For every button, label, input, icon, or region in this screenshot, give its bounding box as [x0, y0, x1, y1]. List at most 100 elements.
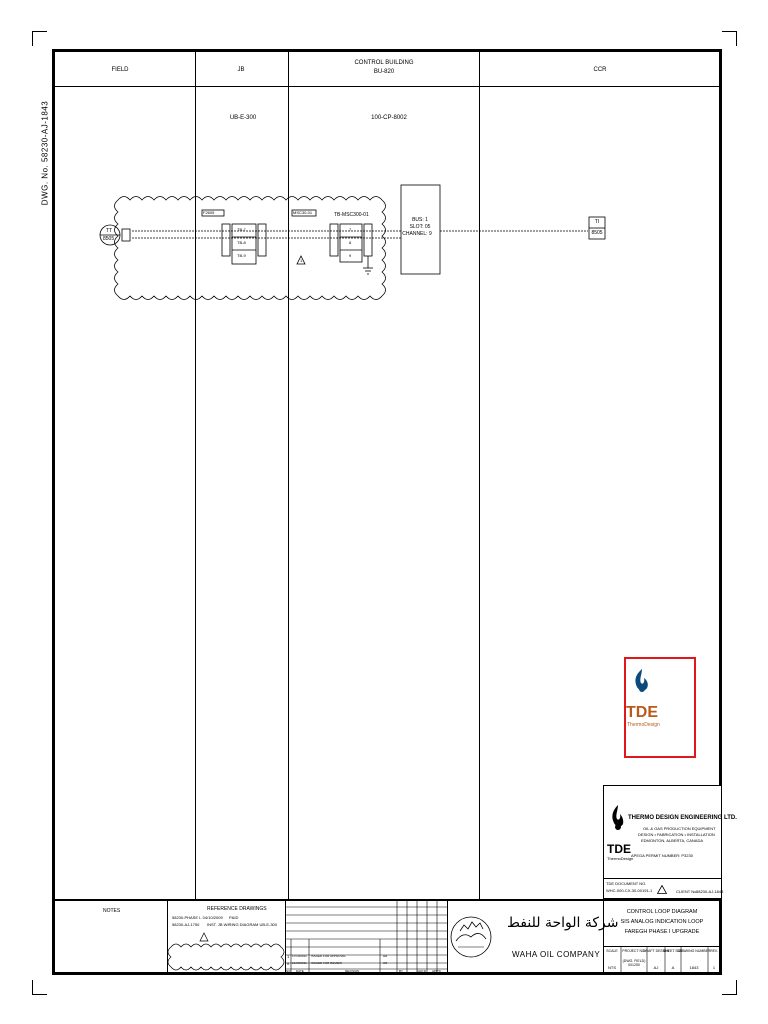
column-divider-cb-ccr — [479, 49, 480, 899]
header-divider — [52, 86, 722, 87]
revision-divider — [447, 899, 448, 975]
ccr-tag-top: TI — [594, 219, 600, 225]
io-card-channel: CHANNEL: 9 — [402, 231, 432, 237]
client-number-label: CLIENT No. — [676, 889, 698, 894]
column-header-ccr: CCR — [593, 67, 607, 73]
notes-label: NOTES — [103, 908, 121, 914]
company-doc-divider — [603, 878, 722, 879]
info-value-draft: AJ — [653, 965, 659, 970]
reference-row1-right: P&ID — [229, 915, 239, 920]
title-line-3: FAREGH PHASE I UPGRADE — [624, 929, 700, 935]
reference-divider — [285, 899, 286, 975]
company-line-1: OIL & GAS PRODUCTION EQUIPMENT — [643, 826, 716, 831]
info-value-project: (DWG. FIELD) 001250 — [622, 959, 646, 967]
company-line-3: EDMONTON, ALBERTA, CANADA — [641, 838, 704, 843]
info-label-drawing: DRAWING NUMBER — [677, 949, 711, 953]
column-divider-field-jb — [195, 49, 196, 899]
info-label-sheet: SHEET SIZE — [662, 949, 684, 953]
company-block — [603, 785, 722, 899]
io-card-box — [400, 184, 441, 275]
column-divider-jb-cb — [288, 49, 289, 899]
revision-row2-by: HR — [383, 961, 388, 965]
tde-document-number: WHC-000-CX-30-00191-1 — [606, 888, 653, 893]
instrument-tag-bottom: 8505 — [103, 236, 115, 242]
revision-header-date: DATE — [296, 969, 304, 973]
reference-row1-left: 58230-PHASE I- 04/10/2009 — [172, 915, 223, 920]
revision-triangle-icon — [657, 885, 667, 894]
drawing-sheet — [52, 49, 722, 975]
crop-mark-top-left — [32, 31, 47, 46]
revision-cloud — [114, 196, 386, 300]
column-header-control-building-tag: BU-820 — [373, 69, 395, 75]
revision-row1-date: 17/10/2011 — [292, 954, 307, 958]
cp-terminal-1: 7 — [349, 227, 352, 232]
company-flame-icon — [612, 805, 624, 830]
cp-terminal-3: 9 — [349, 253, 352, 258]
info-value-drawing: 1843 — [689, 965, 699, 970]
tde-logo-sub: ThermoDesign — [627, 722, 660, 728]
io-card-bus: BUS: 1 — [412, 217, 428, 223]
info-row-grid — [620, 946, 709, 975]
revision-header-no: NO. — [286, 969, 292, 973]
crop-mark-top-right — [722, 31, 737, 46]
tde-flame-icon — [635, 669, 648, 692]
revision-row1-no: 1 — [287, 954, 290, 959]
revision-marker: 1 — [300, 258, 303, 263]
company-line-4: APEGA PERMIT NUMBER: P3230 — [631, 853, 693, 858]
info-label-scale: SCALE — [606, 949, 618, 953]
cp-terminal-block-tag: TB-MSC300-01 — [334, 212, 369, 218]
company-brand: TDE — [607, 842, 631, 856]
cp-terminal-2: 8 — [349, 240, 352, 245]
revision-row1-desc: ISSUED FOR APPROVAL — [311, 954, 346, 958]
jb-terminal-3: TB-9 — [237, 253, 246, 258]
revision-row2-no: 0 — [287, 961, 290, 966]
revision-header-by: BY — [399, 969, 404, 973]
notes-divider — [167, 899, 168, 975]
revision-header-chkd: CHK'D — [417, 969, 427, 973]
company-name: THERMO DESIGN ENGINEERING LTD. — [628, 815, 737, 821]
cabinet-tag: 100-CP-8002 — [371, 115, 407, 121]
waha-oil-seal-icon — [450, 916, 492, 958]
jb-tag: UB-E-300 — [229, 115, 257, 121]
ccr-tag-bottom: 8505 — [591, 230, 603, 236]
column-header-control-building: CONTROL BUILDING — [354, 60, 414, 66]
io-card-slot: SLOT: 05 — [409, 224, 431, 230]
info-label-draft: DRAFT DESIGN — [643, 949, 669, 953]
tde-logo-box: TDE ThermoDesign — [624, 657, 696, 758]
revision-header-revision: REVISION — [345, 969, 360, 973]
reference-cloud — [167, 932, 285, 971]
column-header-field: FIELD — [111, 67, 129, 73]
info-label-rev: REV. — [710, 949, 718, 953]
reference-row2-right: INST. JB WIRING DIAGRAM UB-E-300 — [207, 922, 278, 927]
cp-cable-tag: MSC30-01 — [293, 210, 313, 215]
column-header-jb: JB — [237, 67, 245, 73]
revision-row2-date: 21/09/2011 — [292, 961, 307, 965]
info-value-rev: 1 — [712, 965, 716, 970]
company-brand-sub: ThermoDesign — [607, 856, 634, 861]
info-row-divider — [603, 946, 722, 947]
revision-row1-by: HR — [383, 954, 388, 958]
company-line-2: DESIGN • FABRICATION • INSTALLATION — [638, 832, 715, 837]
title-line-1: CONTROL LOOP DIAGRAM — [626, 909, 698, 915]
revision-table-grid — [285, 899, 447, 975]
title-strip-top — [52, 899, 722, 901]
client-name-english: WAHA OIL COMPANY — [512, 950, 601, 959]
revision-row2-desc: ISSUED FOR REVIEW — [311, 961, 343, 965]
crop-mark-bottom-right — [722, 980, 737, 995]
client-divider — [603, 899, 604, 975]
info-value-scale: NTS — [608, 965, 616, 970]
tde-logo-brand: TDE — [626, 704, 658, 721]
jb-cable-tag: F2605 — [203, 210, 215, 215]
info-label-project: PROJECT NO. — [622, 949, 646, 953]
tde-document-label: TDE DOCUMENT NO. — [606, 881, 647, 886]
instrument-tag-top: TT — [106, 228, 113, 234]
jb-terminal-2: TB-8 — [237, 240, 246, 245]
info-value-sheet: A — [671, 965, 675, 970]
client-name-arabic: شركة الواحة للنفط — [507, 915, 619, 931]
reference-row2-left: 58230-AJ-1750 — [172, 922, 200, 927]
client-number: 58230-AJ-1843 — [696, 889, 724, 894]
reference-title: REFERENCE DRAWINGS — [207, 906, 267, 912]
crop-mark-bottom-left — [32, 980, 47, 995]
title-line-2: SIS ANALOG INDICATION LOOP — [620, 919, 704, 925]
revision-header-appd: APP'D — [432, 969, 441, 973]
